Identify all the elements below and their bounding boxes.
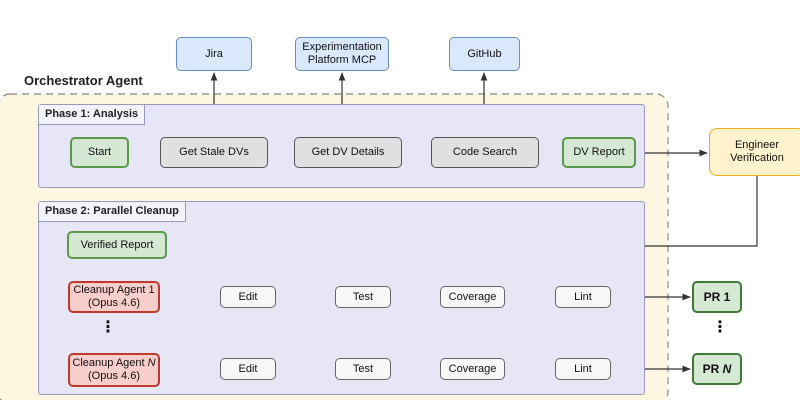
- agent-n-name: Cleanup Agent N: [72, 357, 156, 369]
- agent-n-test-step[interactable]: Test: [335, 358, 391, 380]
- verified-report-node[interactable]: Verified Report: [67, 231, 167, 259]
- agent-n-lint-step[interactable]: Lint: [555, 358, 611, 380]
- code-search-node[interactable]: Code Search: [431, 137, 539, 168]
- pr-ellipsis: ⋮: [712, 319, 728, 336]
- agent-1-test-step[interactable]: Test: [335, 286, 391, 308]
- agent-1-coverage-step[interactable]: Coverage: [440, 286, 505, 308]
- agent-n-model: (Opus 4.6): [88, 370, 140, 382]
- engineer-verification-node[interactable]: Engineer Verification: [709, 128, 800, 176]
- agent-1-model: (Opus 4.6): [88, 297, 140, 309]
- agent-1-lint-step[interactable]: Lint: [555, 286, 611, 308]
- pr-n-node[interactable]: PR N: [692, 353, 742, 385]
- experimentation-platform-node[interactable]: Experimentation Platform MCP: [295, 37, 389, 71]
- start-node[interactable]: Start: [70, 137, 129, 168]
- cleanup-agent-1-node[interactable]: Cleanup Agent 1 (Opus 4.6): [68, 281, 160, 313]
- agent-n-edit-step[interactable]: Edit: [220, 358, 276, 380]
- github-node[interactable]: GitHub: [449, 37, 520, 71]
- orchestrator-label: Orchestrator Agent: [24, 73, 143, 88]
- cleanup-agent-n-node[interactable]: Cleanup Agent N (Opus 4.6): [68, 353, 160, 387]
- jira-node[interactable]: Jira: [176, 37, 252, 71]
- phase2-title: Phase 2: Parallel Cleanup: [39, 202, 186, 222]
- pr-1-node[interactable]: PR 1: [692, 281, 742, 313]
- phase1-title: Phase 1: Analysis: [39, 105, 146, 125]
- agents-ellipsis: ⋮: [100, 319, 116, 336]
- agent-n-coverage-step[interactable]: Coverage: [440, 358, 505, 380]
- agent-1-name: Cleanup Agent 1: [73, 284, 155, 296]
- dv-report-node[interactable]: DV Report: [562, 137, 636, 168]
- agent-1-edit-step[interactable]: Edit: [220, 286, 276, 308]
- get-dv-details-node[interactable]: Get DV Details: [294, 137, 402, 168]
- get-stale-dvs-node[interactable]: Get Stale DVs: [160, 137, 268, 168]
